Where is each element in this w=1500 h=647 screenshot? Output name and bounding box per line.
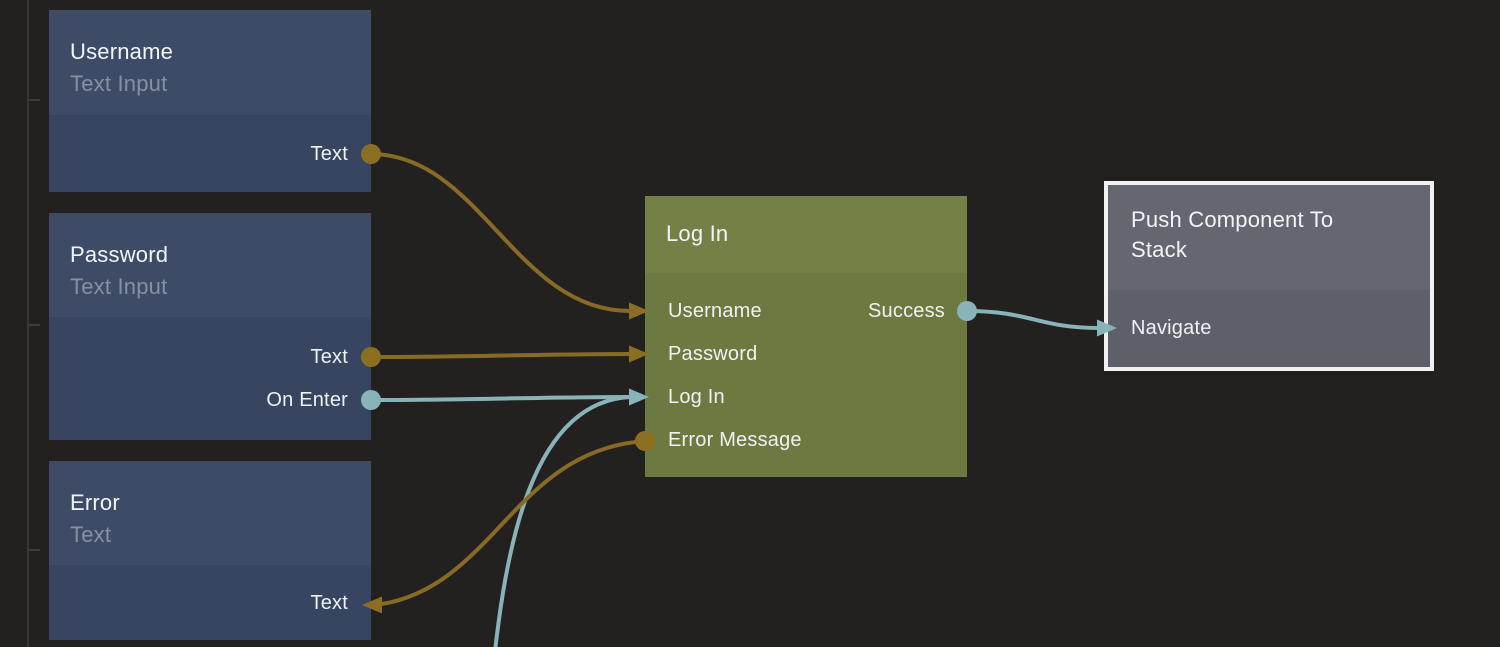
port-password-on-enter[interactable]: On Enter	[266, 389, 348, 411]
node-subtitle: Text Input	[70, 274, 168, 299]
node-header[interactable]: Username Text Input	[49, 10, 371, 115]
node-subtitle: Text	[70, 522, 112, 547]
wire-offscreen-to-login-login[interactable]	[492, 395, 631, 647]
node-error[interactable]: Error Text Text	[49, 461, 371, 640]
wire-password-on-enter-to-login-login[interactable]	[370, 395, 631, 402]
port-error-text[interactable]: Text	[310, 592, 348, 614]
node-title: Error	[70, 490, 120, 515]
port-login-username[interactable]: Username	[668, 300, 762, 322]
port-password-text[interactable]: Text	[310, 346, 348, 368]
node-subtitle: Text Input	[70, 71, 168, 96]
wire-login-error-message-to-error-text[interactable]	[381, 439, 646, 606]
node-title: Password	[70, 242, 169, 267]
port-login-error-message[interactable]: Error Message	[668, 429, 802, 451]
node-header[interactable]: Password Text Input	[49, 213, 371, 317]
node-push-component-to-stack[interactable]: Push Component To Stack Navigate	[1104, 181, 1434, 371]
node-header[interactable]: Log In	[645, 196, 967, 273]
port-username-text[interactable]: Text	[310, 143, 348, 165]
node-password[interactable]: Password Text Input Text On Enter	[49, 213, 371, 440]
node-header[interactable]: Error Text	[49, 461, 371, 565]
node-title: Push Component To Stack	[1131, 207, 1334, 262]
port-login-success[interactable]: Success	[868, 300, 945, 322]
node-login[interactable]: Log In Username Password Log In Error Me…	[645, 196, 967, 477]
port-push-navigate[interactable]: Navigate	[1131, 317, 1212, 339]
wire-login-success-to-push-navigate[interactable]	[966, 309, 1099, 330]
port-login-login[interactable]: Log In	[668, 386, 725, 408]
canvas-guide-line	[27, 0, 29, 647]
node-username[interactable]: Username Text Input Text	[49, 10, 371, 192]
port-login-password[interactable]: Password	[668, 343, 758, 365]
canvas-guide-tick	[27, 324, 40, 326]
wire-username-text-to-login-username[interactable]	[370, 152, 631, 313]
canvas-guide-tick	[27, 549, 40, 551]
node-title: Log In	[666, 221, 729, 246]
node-title: Username	[70, 39, 174, 64]
wire-password-text-to-login-password[interactable]	[370, 352, 631, 359]
node-header[interactable]: Push Component To Stack	[1108, 185, 1430, 290]
canvas-guide-tick	[27, 99, 40, 101]
